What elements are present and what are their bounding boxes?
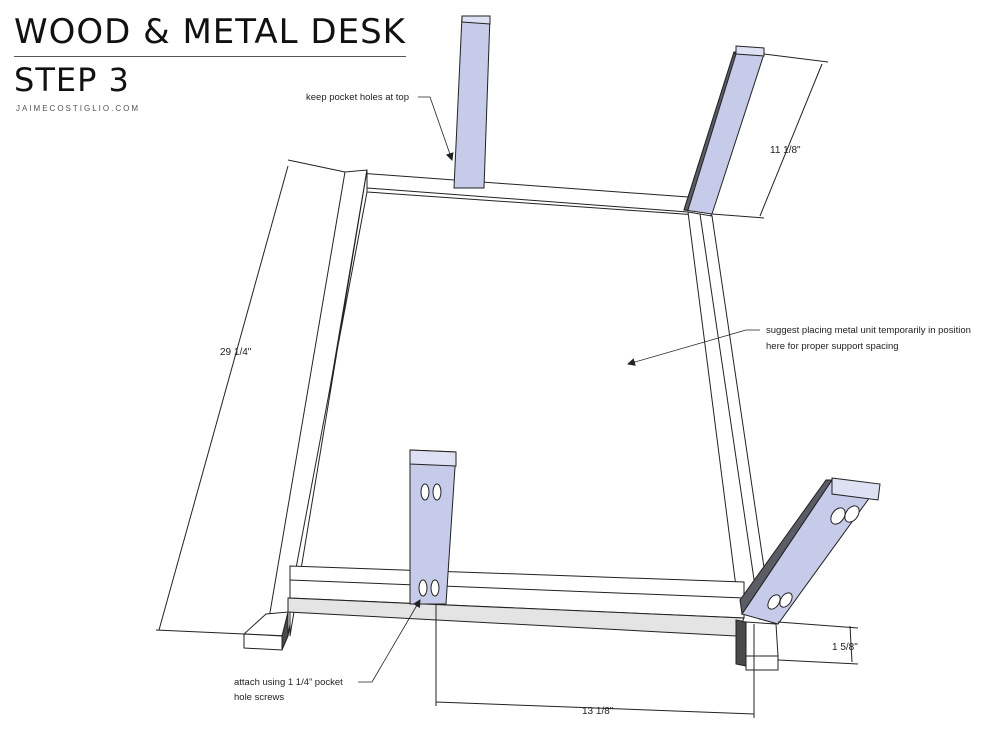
front-rail (287, 565, 745, 637)
pocket-hole-icon (418, 483, 442, 597)
dimension-support-spacing: 13 1/8" (435, 604, 755, 718)
website-credit: JAIMECOSTIGLIO.COM (16, 104, 141, 113)
back-left-support (453, 15, 491, 189)
left-side-rail (265, 169, 368, 637)
dimension-support-height: 11 1/8" (711, 53, 829, 219)
pocket-hole-icon (767, 505, 860, 610)
back-right-support (683, 45, 765, 215)
step-label: STEP 3 (14, 61, 130, 99)
callout-metal-unit: suggest placing metal unit temporarily i… (627, 325, 971, 366)
front-left-post (242, 611, 289, 651)
dimension-support-spacing-label: 13 1/8" (582, 706, 614, 717)
front-left-support (409, 449, 457, 605)
diagram-title: WOOD & METAL DESK (14, 12, 406, 52)
dimension-board-thickness: 1 5/8" (777, 621, 858, 665)
dimension-frame-length: 29 1/4" (155, 159, 346, 635)
callout-attach-screws: attach using 1 1/4” pocket hole screws (234, 599, 421, 703)
back-rail (343, 171, 713, 217)
callout-pocket-holes-text: keep pocket holes at top (306, 92, 409, 103)
callout-attach-line2: hole screws (234, 692, 284, 703)
title-divider (14, 56, 406, 57)
dimension-board-thickness-label: 1 5/8" (832, 642, 858, 653)
callout-pocket-holes: keep pocket holes at top (306, 92, 454, 161)
front-right-support (739, 477, 881, 625)
dimension-support-height-label: 11 1/8" (770, 145, 801, 156)
dimension-frame-length-label: 29 1/4" (220, 347, 252, 358)
callout-metal-unit-line2: here for proper support spacing (766, 341, 899, 352)
callout-attach-line1: attach using 1 1/4” pocket (234, 677, 343, 688)
callout-metal-unit-line1: suggest placing metal unit temporarily i… (766, 325, 971, 336)
front-right-post (735, 619, 779, 671)
